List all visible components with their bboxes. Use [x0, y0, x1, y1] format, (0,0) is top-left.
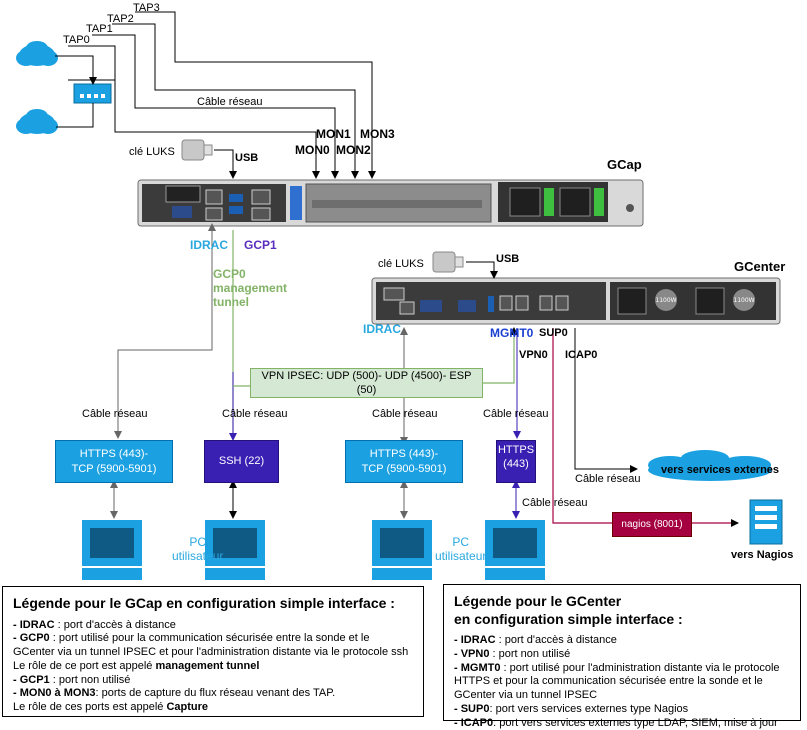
gcenter-server — [371, 277, 781, 325]
https-mgmt-box: HTTPS (443) — [496, 440, 536, 483]
cable-label-icap: Câble réseau — [575, 473, 641, 485]
icap0-label: ICAP0 — [565, 349, 598, 361]
legend-desc: Le rôle de ces ports est appelé — [13, 701, 167, 713]
legend-term: - MON0 à MON3 — [13, 687, 96, 700]
cloud-icon-bottom — [16, 109, 58, 134]
mgmt0-label: MGMT0 — [490, 326, 534, 340]
legend-gcenter-title: Légende pour le GCenter en configuration… — [454, 593, 683, 627]
legend-desc: : port non utilisé — [49, 673, 131, 686]
pc-label-2: PC utilisateur — [435, 535, 487, 563]
gcap-server — [137, 179, 644, 227]
gcap-idrac-label: IDRAC — [190, 238, 228, 252]
legend-term: - IDRAC — [13, 618, 55, 631]
pc-icon-4 — [485, 520, 545, 580]
nagios-dest-label: vers Nagios — [731, 549, 794, 561]
sup0-label: SUP0 — [539, 327, 568, 339]
legend-term: - IDRAC — [454, 634, 496, 646]
legend-desc: : port non utilisé — [489, 647, 571, 660]
legend-term: - MGMT0 — [454, 661, 501, 674]
pc-icon-3 — [372, 520, 432, 580]
icap0-line — [574, 328, 638, 473]
legend-desc: : port utilisé pour l'administration dis… — [454, 661, 780, 702]
legend-desc: Le rôle de ce port est appelé — [13, 659, 156, 672]
psu-label: 1100W — [733, 297, 754, 304]
legend-term: management tunnel — [155, 659, 260, 672]
tap1-label: TAP1 — [86, 23, 113, 35]
legend-desc: : port utilisé pour la communication séc… — [13, 632, 409, 658]
gcenter-usb-label: USB — [496, 253, 520, 265]
legend-gcap: Légende pour le GCap en configuration si… — [2, 586, 424, 717]
nagios-server-icon — [749, 499, 783, 545]
legend-term: - GCP0 — [13, 632, 50, 645]
legend-desc: : port vers services externes type Nagio… — [489, 702, 689, 715]
legend-term: - ICAP0 — [454, 716, 494, 729]
cable-label-3: Câble réseau — [372, 408, 438, 420]
https-tcp-box-gcap: HTTPS (443)- TCP (5900-5901) — [55, 440, 173, 483]
pc-icon-2 — [205, 520, 265, 580]
mon3-label: MON3 — [360, 127, 395, 141]
cloud-icon-top — [16, 41, 58, 66]
gcenter-title: GCenter — [734, 259, 786, 274]
legend-term: - SUP0 — [454, 702, 490, 715]
legend-gcap-title: Légende pour le GCap en configuration si… — [13, 595, 395, 611]
legend-desc: : port d'accès à distance — [495, 634, 617, 646]
gcenter-idrac-label: IDRAC — [363, 322, 401, 336]
cable-label-4: Câble réseau — [483, 408, 549, 420]
mon2-label: MON2 — [336, 143, 371, 157]
tap0-line — [68, 45, 320, 179]
external-services-label: vers services externes — [661, 464, 780, 476]
gcenter-luks-label: clé LUKS — [378, 258, 424, 270]
tap0-label: TAP0 — [63, 34, 90, 46]
pc-label-1: PC utilisateur — [172, 535, 224, 563]
gcap-title: GCap — [607, 157, 642, 172]
mon1-label: MON1 — [316, 127, 351, 141]
usb-key-icon-gcenter — [432, 251, 464, 273]
cable-label-2: Câble réseau — [222, 408, 288, 420]
legend-term: Capture — [166, 701, 209, 713]
cable-label-1: Câble réseau — [82, 408, 148, 420]
legend-term: - GCP1 — [13, 673, 50, 686]
nagios-box: nagios (8001) — [612, 512, 692, 537]
usb-key-icon-gcap — [181, 139, 213, 161]
switch-icon — [73, 83, 112, 104]
legend-desc: : port vers services externes type LDAP,… — [493, 716, 778, 729]
https-tcp-box-gcenter: HTTPS (443)- TCP (5900-5901) — [345, 440, 463, 483]
tap2-label: TAP2 — [107, 13, 134, 25]
legend-desc: : ports de capture du flux réseau venant… — [95, 687, 336, 700]
tap2-line — [112, 23, 359, 179]
tap3-line — [135, 11, 376, 179]
legend-gcenter: Légende pour le GCenter en configuration… — [443, 584, 801, 729]
vpn-ipsec-box: VPN IPSEC: UDP (500)- UDP (4500)- ESP (5… — [250, 368, 483, 398]
vpn0-label: VPN0 — [519, 349, 548, 361]
cloud-icon-services — [648, 450, 772, 481]
gcap-usb-label: USB — [235, 152, 259, 164]
legend-desc: : port d'accès à distance — [54, 618, 176, 631]
gcp1-label: GCP1 — [244, 238, 277, 252]
tap1-line — [92, 34, 339, 179]
gcap-idrac-line — [114, 223, 216, 439]
psu-label: 1100W — [655, 297, 676, 304]
mon0-label: MON0 — [295, 143, 330, 157]
gcap-luks-label: clé LUKS — [129, 146, 175, 158]
ssh-box: SSH (22) — [204, 440, 279, 483]
tap3-label: TAP3 — [133, 2, 160, 14]
pc-icon-1 — [82, 520, 142, 580]
cable-label-top: Câble réseau — [197, 96, 263, 108]
cable-label-sup: Câble réseau — [522, 497, 588, 509]
legend-term: - VPN0 — [454, 647, 490, 660]
gcp0-label: GCP0 management tunnel — [213, 267, 288, 309]
